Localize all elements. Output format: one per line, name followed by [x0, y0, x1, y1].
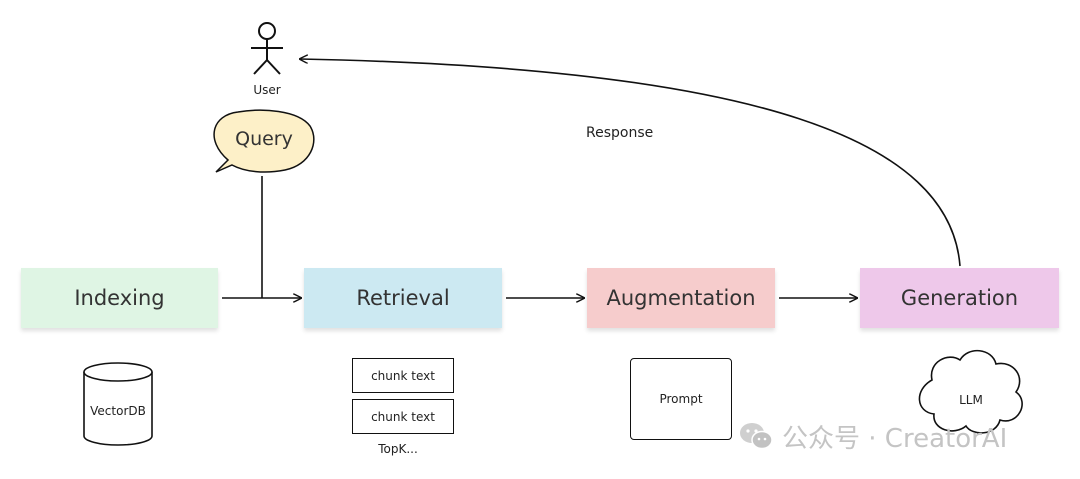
prompt-box: Prompt [630, 358, 732, 440]
chunk-text-box: chunk text [352, 399, 454, 434]
wechat-icon [740, 423, 773, 450]
llm-label: LLM [959, 393, 983, 407]
query-bubble [213, 109, 315, 173]
stage-augmentation: Augmentation [587, 268, 775, 328]
chunk-text-box: chunk text [352, 358, 454, 393]
vectordb-cylinder-icon [83, 362, 153, 446]
response-label: Response [586, 125, 654, 141]
query-label: Query [235, 128, 293, 150]
stage-indexing: Indexing [21, 268, 218, 328]
stage-generation: Generation [860, 268, 1059, 328]
stage-retrieval: Retrieval [304, 268, 502, 328]
vectordb-label: VectorDB [90, 404, 146, 418]
watermark-text: 公众号 · CreatorAI [782, 423, 1008, 454]
watermark: 公众号 · CreatorAI [738, 418, 1007, 454]
topk-label: TopK... [378, 442, 418, 456]
llm-cloud-icon [918, 349, 1023, 434]
user-icon [251, 22, 283, 75]
response-arrow [300, 59, 961, 267]
user-label: User [253, 83, 281, 97]
